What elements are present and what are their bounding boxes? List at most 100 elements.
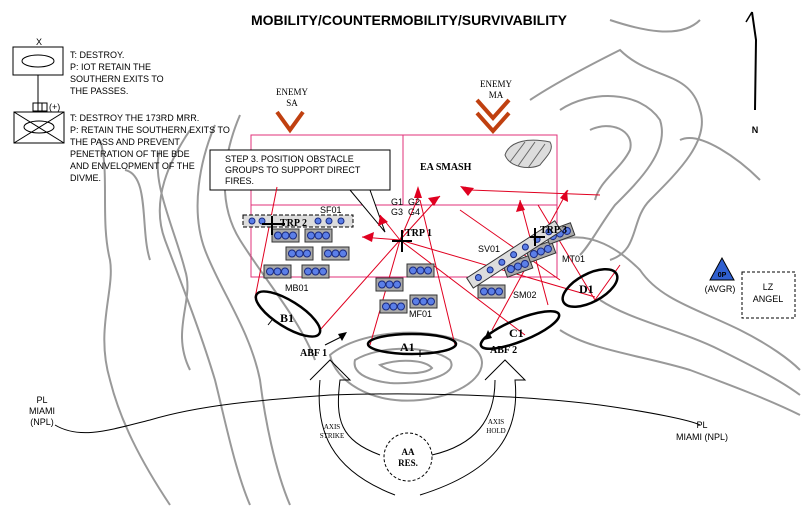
obstacle-dot [393,280,401,289]
svg-text:T: DESTROY THE 173RD MRR.: T: DESTROY THE 173RD MRR. [70,113,199,123]
svg-text:P: IOT RETAIN THE: P: IOT RETAIN THE [70,62,151,72]
svg-text:B1: B1 [280,311,294,325]
obstacle-dot [331,249,340,258]
svg-text:G2: G2 [408,197,420,207]
svg-text:SOUTHERN EXITS TO: SOUTHERN EXITS TO [70,74,164,84]
phase-line-label-left: PL MIAMI (NPL) [29,395,55,427]
aa-reserve: AA RES. [383,432,433,482]
obstacle-dot [378,280,386,289]
svg-text:D1: D1 [579,282,594,296]
obstacle-dot [543,244,552,253]
obstacle-dot [409,266,417,275]
enemy-sa: ENEMY SA [275,87,308,134]
obstacle-dot [307,231,315,240]
svg-text:TRP 2: TRP 2 [280,218,307,229]
svg-text:HOLD: HOLD [486,427,505,435]
svg-text:THE PASSES.: THE PASSES. [70,86,128,96]
svg-text:X: X [36,37,42,47]
fire-arrowheads [362,186,568,242]
obstacle-dot [319,267,327,276]
svg-text:ABF 1: ABF 1 [300,348,327,359]
north-label: N [752,125,759,135]
obstacle-box [271,228,300,243]
svg-text:AXIS: AXIS [324,423,340,431]
obstacle-dot [487,287,496,296]
obstacle-dot [311,267,320,276]
obstacle-box [304,228,333,243]
svg-text:G4: G4 [408,207,420,217]
op-triangle-icon [709,256,735,281]
objective-hatched-icon [504,139,552,168]
brigade-unit-symbol: X [12,37,64,103]
label-sv01: SV01 [478,244,500,254]
obstacle-dot [385,280,394,289]
sf01-dots [248,217,345,225]
svg-text:AXIS: AXIS [488,418,504,426]
abf-1: ABF 1 [300,332,347,359]
svg-text:MIAMI (NPL): MIAMI (NPL) [676,432,728,442]
svg-text:LZ: LZ [763,282,774,292]
obstacle-dot [424,266,432,275]
obstacle-dot [412,297,420,306]
obstacle-dot [562,226,571,235]
obstacle-dot [480,287,488,296]
obstacle-box [321,246,350,261]
label-mt01: MT01 [562,254,585,264]
trp-2: TRP 2 [262,216,307,235]
step-3-callout: STEP 3. POSITION OBSTACLE GROUPS TO SUPP… [209,149,391,233]
obstacle-dot [273,267,282,276]
terrain-contours [99,19,801,506]
obstacle-dot [303,249,311,258]
obstacle-dot [416,266,425,275]
obstacle-dot [339,249,347,258]
svg-text:TRP 1: TRP 1 [405,228,432,239]
obstacle-dot [289,231,297,240]
obstacle-dot [295,249,304,258]
north-arrow-icon [745,11,758,111]
enemy-ma: ENEMY MA [475,79,512,135]
label-sm02: SM02 [513,290,537,300]
svg-text:A1: A1 [400,340,415,354]
label-mf01: MF01 [409,309,432,319]
svg-text:G3: G3 [391,207,403,217]
axis-strike-arrow: AXIS STRIKE [309,359,396,496]
svg-text:RES.: RES. [398,458,418,468]
obstacle-dot [529,250,538,259]
label-sf01: SF01 [320,205,342,215]
battle-position-d1: D1 [561,268,619,308]
obstacle-box [477,284,506,299]
obstacle-box [285,246,314,261]
svg-text:ABF 2: ABF 2 [490,345,517,356]
svg-text:(AVGR): (AVGR) [705,284,736,294]
obstacle-dot [536,247,545,256]
obstacle-dot [288,249,296,258]
svg-text:STEP 3. POSITION OBSTACLE: STEP 3. POSITION OBSTACLE [225,154,354,164]
svg-text:(NPL): (NPL) [30,417,54,427]
obstacle-dot [324,249,332,258]
svg-text:ENEMY: ENEMY [480,79,512,89]
obstacle-box [263,264,292,279]
lz-angel: LZ ANGEL [741,271,796,319]
obstacle-dot [389,302,398,311]
svg-text:GROUPS TO SUPPORT DIRECT: GROUPS TO SUPPORT DIRECT [225,165,361,175]
svg-text:PL: PL [696,420,707,430]
obstacle-box [406,263,435,278]
obstacle-group-labels: G1 G2 G3 G4 [391,197,420,217]
observation-post: 0P (AVGR) [705,256,736,294]
task-2-text: T: DESTROY THE 173RD MRR. P: RETAIN THE … [70,113,230,183]
svg-text:AND ENVELOPMENT OF THE: AND ENVELOPMENT OF THE [70,161,195,171]
svg-text:ANGEL: ANGEL [753,294,784,304]
obstacle-dot [397,302,405,311]
obstacle-dot [419,297,428,306]
obstacle-dot [274,231,282,240]
trp-3: TRP 3 [530,225,567,246]
obstacle-box [375,277,404,292]
svg-text:PL: PL [36,395,47,405]
obstacle-dot [382,302,390,311]
obstacle-dot [304,267,312,276]
hatch-lines [509,141,546,169]
battle-position-a1: A1 [366,332,458,357]
axis-hold-arrow: AXIS HOLD [419,359,527,496]
enemy-chevron-icon [275,110,305,134]
svg-text:0P: 0P [718,272,727,279]
